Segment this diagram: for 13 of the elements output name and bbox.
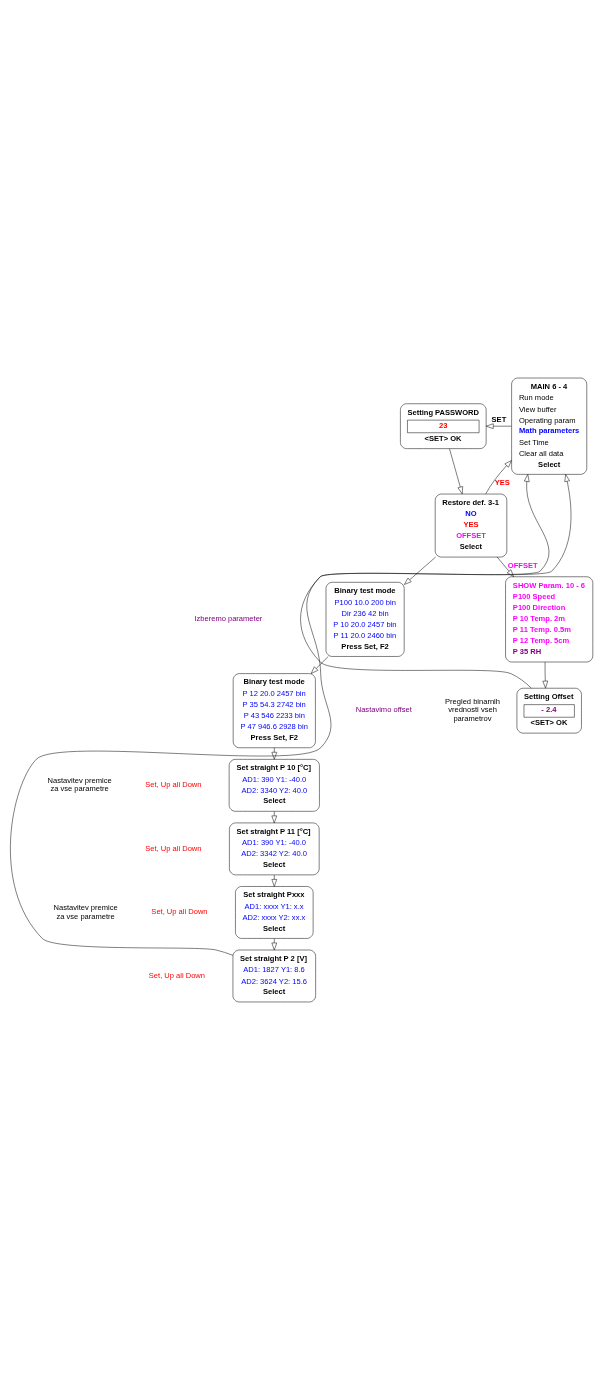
arrow (485, 422, 512, 429)
arrow (300, 473, 550, 688)
arrow (404, 556, 436, 585)
arrow (10, 473, 572, 956)
arrow (542, 661, 548, 688)
arrow (271, 874, 277, 887)
arrow (485, 459, 512, 494)
arrow (271, 937, 277, 950)
arrow (449, 448, 463, 494)
arrow (496, 556, 514, 577)
arrow (271, 747, 277, 760)
arrow (271, 810, 277, 823)
arrow (310, 655, 329, 674)
